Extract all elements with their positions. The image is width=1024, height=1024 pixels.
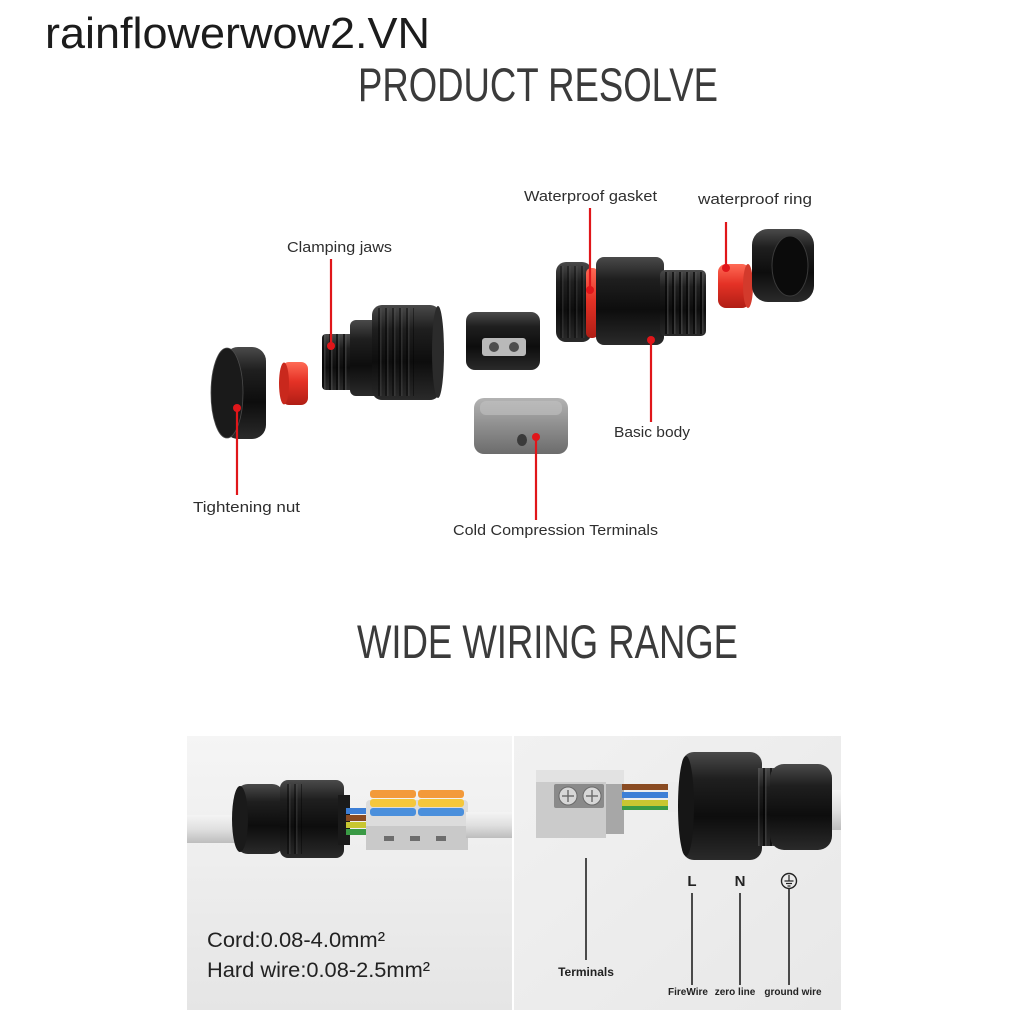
- jaw-body-face: [432, 306, 444, 398]
- body-thread-ridges: [560, 266, 588, 338]
- cable-right: [466, 812, 512, 838]
- cold-compression-terminal-part: [474, 398, 568, 454]
- wiring-photo-left: Cord:0.08-4.0mm² Hard wire:0.08-2.5mm²: [187, 736, 512, 1010]
- ring-face: [743, 264, 753, 308]
- terminal-block-top: [536, 770, 624, 784]
- leader-dot: [532, 433, 540, 441]
- label-ground-wire: ground wire: [764, 987, 822, 998]
- clamping-jaws-part: [322, 305, 444, 400]
- jaw-body-ridges: [378, 308, 414, 396]
- label-basic-body: Basic body: [614, 424, 691, 441]
- spec-cord: Cord:0.08-4.0mm²: [207, 929, 385, 952]
- wire-yellow: [622, 800, 674, 806]
- connector-main-body: [682, 752, 762, 860]
- basic-body-part: [556, 257, 706, 345]
- terminal-block-side: [604, 776, 624, 834]
- leader-dot: [233, 404, 241, 412]
- connector-nut: [770, 764, 832, 850]
- body-main-cylinder: [596, 257, 664, 345]
- pole-symbol-neutral: N: [735, 873, 746, 890]
- end-nut-inner-hole: [771, 235, 809, 297]
- wire-brown: [346, 815, 374, 821]
- section-title-wide-wiring-range: WIDE WIRING RANGE: [357, 615, 738, 668]
- label-terminals: Terminals: [558, 965, 614, 979]
- body-fingers-ridges: [662, 272, 704, 334]
- waterproof-ring-part: [718, 264, 753, 308]
- seal-ring-body: [282, 362, 308, 405]
- callout-clamping-jaws: Clamping jaws: [287, 239, 392, 350]
- label-waterproof-gasket: Waterproof gasket: [524, 188, 658, 205]
- section-title-product-resolve: PRODUCT RESOLVE: [358, 58, 718, 111]
- product-resolve-section: PRODUCT RESOLVE: [193, 58, 814, 539]
- lever-blue: [370, 808, 416, 816]
- label-firewire: FireWire: [668, 987, 708, 998]
- ground-icon-ring: [780, 872, 798, 890]
- leader-dot: [327, 342, 335, 350]
- wire-slot: [410, 836, 420, 841]
- label-clamping-jaws: Clamping jaws: [287, 239, 392, 256]
- leader-dot: [586, 286, 594, 294]
- wire-green: [346, 829, 374, 835]
- insert-screw-hole: [489, 342, 499, 352]
- connector-nut: [236, 784, 284, 854]
- lever-orange: [418, 790, 464, 798]
- ring-body: [718, 264, 750, 308]
- callout-waterproof-ring: waterproof ring: [697, 191, 812, 272]
- connector-body-ridges: [284, 784, 302, 854]
- connector-nut-face: [232, 786, 248, 852]
- wide-wiring-range-section: WIDE WIRING RANGE Cor: [187, 615, 841, 1010]
- wire-green: [622, 806, 674, 810]
- wire-slot: [436, 836, 446, 841]
- leader-dot: [647, 336, 655, 344]
- label-tightening-nut: Tightening nut: [193, 499, 301, 516]
- spec-hard-wire: Hard wire:0.08-2.5mm²: [207, 959, 430, 982]
- callout-cold-compression-terminals: Cold Compression Terminals: [453, 433, 658, 539]
- connector-main-face: [678, 756, 694, 856]
- insert-screw-hole: [509, 342, 519, 352]
- label-zero-line: zero line: [715, 987, 756, 998]
- terminal-top-highlight: [480, 401, 562, 415]
- ground-icon: [780, 872, 798, 890]
- tightening-nut-part: [210, 347, 266, 439]
- callout-basic-body: Basic body: [614, 336, 691, 441]
- end-nut-part: [752, 229, 814, 302]
- wire-slot: [384, 836, 394, 841]
- label-cold-compression-terminals: Cold Compression Terminals: [453, 522, 658, 539]
- callout-tightening-nut: Tightening nut: [193, 404, 301, 516]
- seal-ring-face: [279, 362, 289, 405]
- wiring-photo-right: Terminals L FireWire N zero line ground …: [514, 736, 841, 1010]
- panel-background: [187, 736, 512, 1010]
- seal-ring-left-part: [279, 362, 308, 405]
- lever-yellow: [418, 799, 464, 807]
- terminal-insert-part: [466, 312, 540, 370]
- nut-face: [210, 347, 244, 439]
- lever-yellow: [370, 799, 416, 807]
- wire-yellow: [346, 822, 374, 828]
- terminal-hole: [517, 434, 527, 446]
- watermark-text: rainflowerwow2.VN: [45, 9, 430, 58]
- lever-blue: [418, 808, 464, 816]
- leader-dot: [722, 264, 730, 272]
- insert-metal-window: [482, 338, 526, 356]
- label-waterproof-ring: waterproof ring: [697, 191, 812, 208]
- pole-symbol-live: L: [687, 873, 696, 890]
- lever-orange: [370, 790, 416, 798]
- wire-brown: [622, 784, 674, 790]
- cable-left: [187, 815, 239, 843]
- callout-waterproof-gasket: Waterproof gasket: [524, 188, 658, 294]
- wire-blue: [346, 808, 374, 814]
- wire-blue: [622, 792, 674, 798]
